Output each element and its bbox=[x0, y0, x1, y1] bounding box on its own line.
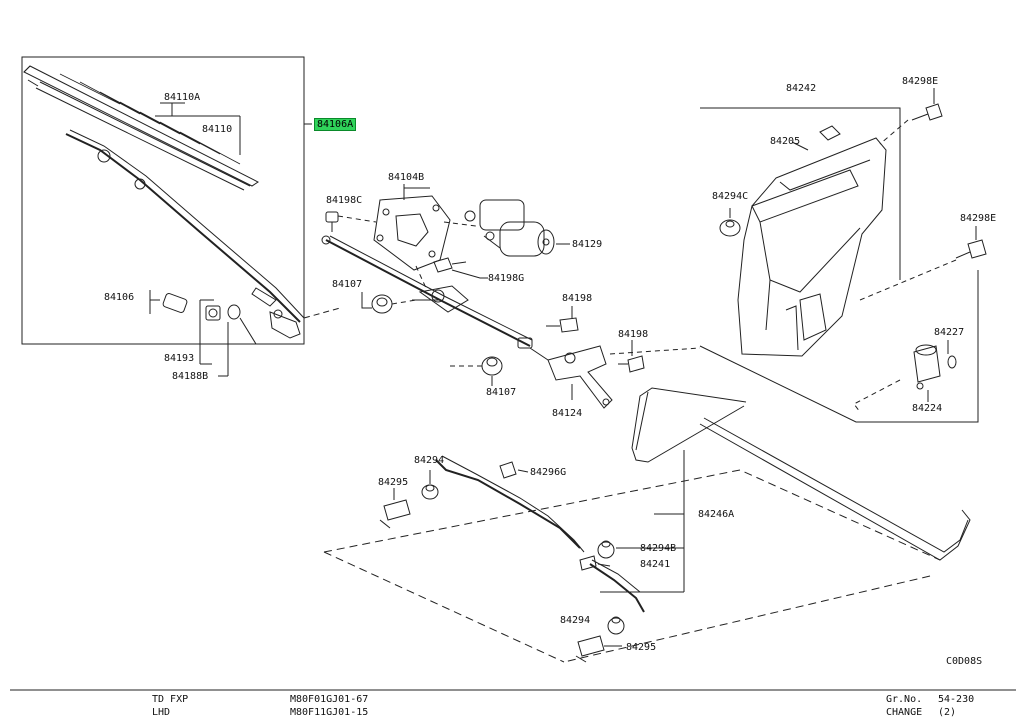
part-label-84104B[interactable]: 84104B bbox=[388, 172, 425, 183]
part-label-84298E-lower[interactable]: 84298E bbox=[960, 213, 997, 224]
grommet-84294B bbox=[597, 540, 615, 559]
valve-84241 bbox=[579, 555, 597, 571]
part-label-84224[interactable]: 84224 bbox=[912, 403, 943, 414]
footer-drive-side: LHD bbox=[152, 707, 171, 718]
part-label-84227[interactable]: 84227 bbox=[934, 327, 965, 338]
gasket-84227 bbox=[947, 355, 957, 369]
part-label-84294-upper[interactable]: 84294 bbox=[414, 455, 445, 466]
part-label-84198G[interactable]: 84198G bbox=[488, 273, 525, 284]
part-label-84298E-upper[interactable]: 84298E bbox=[902, 76, 939, 87]
grommet-84107-lower bbox=[481, 356, 503, 376]
wiper-linkage bbox=[321, 235, 533, 349]
bolt-84298E-upper bbox=[911, 103, 943, 121]
wiper-arm bbox=[65, 129, 305, 339]
part-label-84188B[interactable]: 84188B bbox=[172, 371, 209, 382]
part-label-84246A[interactable]: 84246A bbox=[698, 509, 735, 520]
bolt-84198 bbox=[546, 317, 579, 333]
grommet-84107-upper bbox=[371, 294, 393, 314]
grommet-84294-upper bbox=[421, 484, 439, 500]
part-label-84107-upper[interactable]: 84107 bbox=[332, 279, 363, 290]
part-label-84294B[interactable]: 84294B bbox=[640, 543, 677, 554]
footer-change-value: (2) bbox=[938, 707, 957, 718]
linkage-bracket-84124 bbox=[547, 345, 613, 409]
part-label-84241[interactable]: 84241 bbox=[640, 559, 671, 570]
part-label-84198C[interactable]: 84198C bbox=[326, 195, 363, 206]
gasket-84104B bbox=[373, 195, 451, 271]
bolt-84198-b bbox=[618, 355, 645, 373]
part-label-84193[interactable]: 84193 bbox=[164, 353, 195, 364]
bolt-84298E-lower bbox=[955, 239, 987, 259]
part-label-84198-b[interactable]: 84198 bbox=[618, 329, 649, 340]
part-label-84198[interactable]: 84198 bbox=[562, 293, 593, 304]
bolt-84198C bbox=[325, 211, 339, 232]
footer-catalog-code-1: M80F01GJ01-67 bbox=[290, 694, 369, 705]
part-label-84295-upper[interactable]: 84295 bbox=[378, 477, 409, 488]
wiper-blade bbox=[23, 65, 259, 191]
cap-84294C bbox=[719, 219, 741, 237]
part-label-84110[interactable]: 84110 bbox=[202, 124, 233, 135]
part-label-84106[interactable]: 84106 bbox=[104, 292, 135, 303]
nut-84193 bbox=[205, 305, 221, 321]
part-label-84110A[interactable]: 84110A bbox=[164, 92, 201, 103]
cap-84106 bbox=[162, 293, 188, 313]
bolt-84198G bbox=[433, 257, 467, 273]
washer-84188B bbox=[227, 304, 241, 320]
part-label-84295-lower[interactable]: 84295 bbox=[626, 642, 657, 653]
grommet-84294-lower bbox=[607, 616, 625, 635]
washer-hose-84246A bbox=[435, 387, 971, 613]
part-label-84296G[interactable]: 84296G bbox=[530, 467, 567, 478]
nozzle-84295-upper bbox=[379, 499, 411, 529]
part-label-84294C[interactable]: 84294C bbox=[712, 191, 749, 202]
footer-catalog-code-2: M80F11GJ01-15 bbox=[290, 707, 369, 718]
part-label-84106A-highlighted[interactable]: 84106A bbox=[314, 118, 357, 131]
footer-change-label: CHANGE bbox=[886, 707, 923, 718]
part-label-84205[interactable]: 84205 bbox=[770, 136, 801, 147]
washer-tank-84205 bbox=[737, 125, 887, 357]
part-label-84124[interactable]: 84124 bbox=[552, 408, 583, 419]
figure-code: C0D08S bbox=[946, 656, 983, 667]
wiper-inset-frame bbox=[21, 56, 305, 345]
part-label-84107-lower[interactable]: 84107 bbox=[486, 387, 517, 398]
nozzle-84295-lower bbox=[575, 635, 605, 663]
footer-group-number: 54-230 bbox=[938, 694, 975, 705]
footer-model-code: TD FXP bbox=[152, 694, 189, 705]
part-label-84242[interactable]: 84242 bbox=[786, 83, 817, 94]
washer-pump-84224 bbox=[913, 344, 941, 390]
footer-group-label: Gr.No. bbox=[886, 694, 923, 705]
part-label-84129[interactable]: 84129 bbox=[572, 239, 603, 250]
part-label-84294-lower[interactable]: 84294 bbox=[560, 615, 591, 626]
joint-84296G bbox=[499, 461, 517, 479]
wiper-motor-84129 bbox=[464, 199, 555, 257]
